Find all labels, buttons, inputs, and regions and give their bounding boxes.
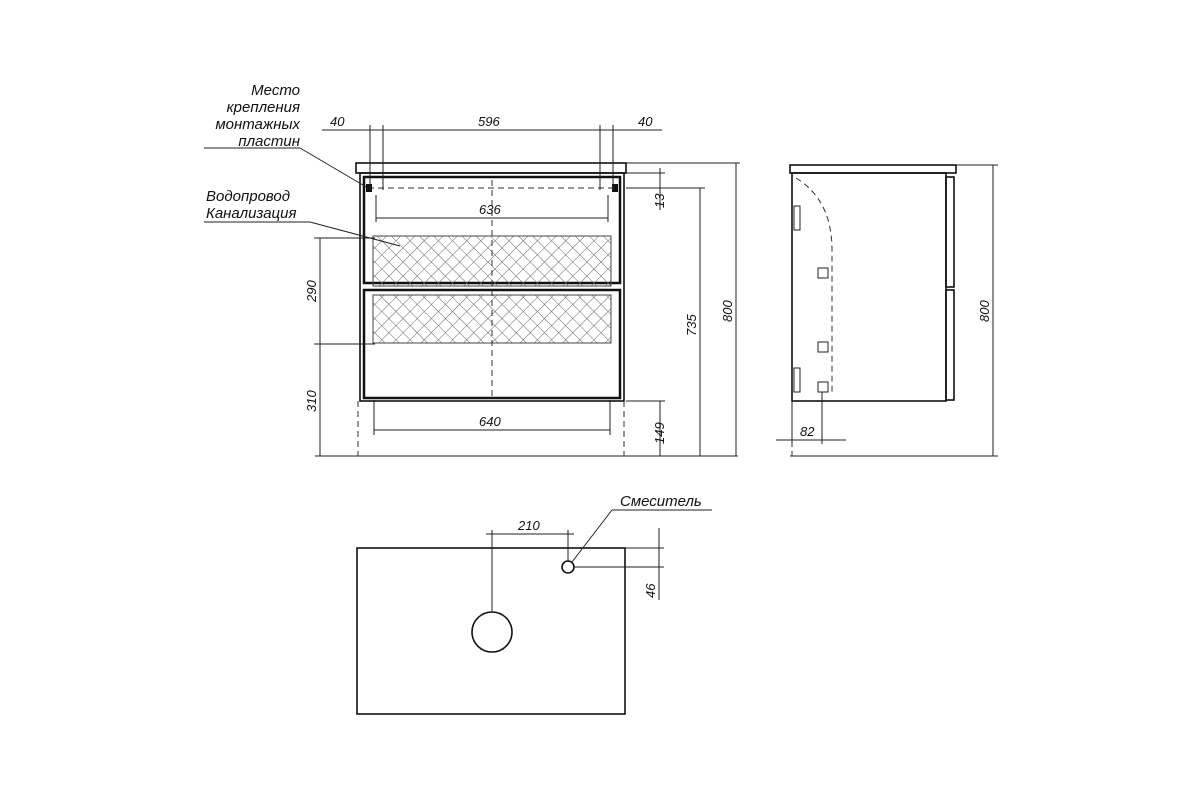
dim-plate-span: 596 bbox=[478, 114, 500, 129]
front-view: 40 596 40 636 640 290 310 13 149 735 bbox=[204, 114, 740, 457]
side-dim-total-height: 800 bbox=[977, 300, 992, 322]
mixer-label: Смеситель bbox=[620, 493, 702, 510]
dim-right-offset: 40 bbox=[638, 114, 653, 129]
side-bracket-top bbox=[793, 205, 801, 231]
dim-zone-height: 290 bbox=[304, 280, 319, 303]
dim-top-gap: 13 bbox=[652, 193, 667, 208]
side-front-lower bbox=[945, 289, 955, 401]
side-connector-2 bbox=[817, 341, 829, 353]
side-connector-3 bbox=[817, 381, 829, 393]
dim-mixer-edge: 46 bbox=[643, 583, 658, 598]
top-view: 210 46 Смеситель bbox=[356, 493, 712, 715]
mounting-plate-right bbox=[612, 184, 618, 192]
side-view: 800 82 bbox=[776, 164, 998, 457]
mount-label-line4: пластин bbox=[238, 133, 300, 150]
side-cabinet-body bbox=[791, 172, 947, 402]
mixer-leader bbox=[571, 509, 613, 563]
mixer-hole bbox=[561, 560, 575, 574]
leader-mount bbox=[299, 147, 369, 189]
countertop-top-view bbox=[356, 547, 626, 715]
mounting-plate-left bbox=[366, 184, 372, 192]
front-countertop bbox=[355, 162, 627, 174]
front-cabinet-body bbox=[359, 172, 625, 402]
plumbing-label-line1: Водопровод bbox=[206, 188, 290, 205]
side-front-upper bbox=[945, 176, 955, 288]
mounting-plates-label: Место крепления монтажных пластин bbox=[215, 82, 300, 150]
mount-label-line2: крепления bbox=[227, 99, 300, 116]
dim-mixer-offset: 210 bbox=[517, 518, 540, 533]
side-connector-1 bbox=[817, 267, 829, 279]
dim-leg-height: 149 bbox=[652, 422, 667, 444]
dim-bottom-zone: 310 bbox=[304, 390, 319, 412]
dim-total-height: 800 bbox=[720, 300, 735, 322]
side-bracket-bottom bbox=[793, 367, 801, 393]
dim-left-offset: 40 bbox=[330, 114, 345, 129]
mount-label-line1: Место bbox=[251, 82, 300, 99]
dim-body-height: 735 bbox=[684, 314, 699, 336]
side-dim-depth-offset: 82 bbox=[800, 424, 815, 439]
drain-hole bbox=[471, 611, 513, 653]
plumbing-label: Водопровод Канализация bbox=[206, 188, 297, 222]
side-drain-path bbox=[795, 177, 833, 392]
dim-bottom-width: 640 bbox=[479, 414, 501, 429]
dim-inner-width: 636 bbox=[479, 202, 501, 217]
mount-label-line3: монтажных bbox=[215, 116, 300, 133]
plumbing-label-line2: Канализация bbox=[206, 205, 297, 222]
side-countertop bbox=[789, 164, 957, 174]
leader-plumbing bbox=[309, 221, 401, 247]
